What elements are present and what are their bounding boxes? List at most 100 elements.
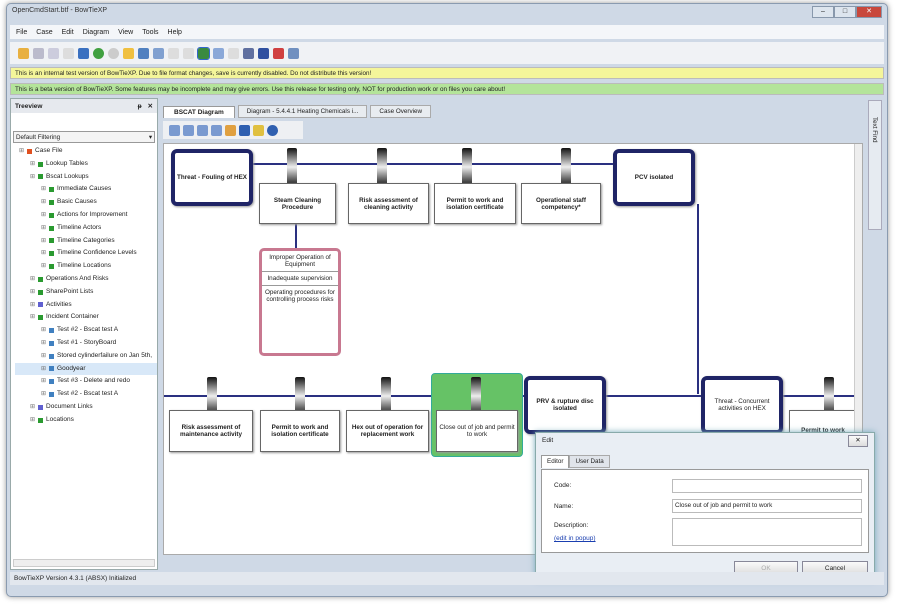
expand-icon[interactable]: ⊞ bbox=[41, 352, 47, 359]
tree-item[interactable]: ⊞Test #2 - Bscat test A bbox=[15, 388, 157, 401]
menu-file[interactable]: File bbox=[16, 28, 28, 36]
zoom-in-icon[interactable] bbox=[169, 124, 180, 136]
event-node[interactable]: PCV isolated bbox=[613, 149, 695, 206]
tree-item[interactable]: ⊞Stored cylinderfailure on Jan 5th, bbox=[15, 350, 157, 363]
expand-icon[interactable]: ⊞ bbox=[41, 199, 47, 206]
expand-icon[interactable]: ⊞ bbox=[41, 224, 47, 231]
refresh-icon[interactable] bbox=[267, 124, 278, 136]
tree-item[interactable]: ⊞Operations And Risks bbox=[15, 273, 157, 286]
export-icon[interactable] bbox=[288, 47, 299, 59]
tree-item[interactable]: ⊞Bscat Lookups bbox=[15, 171, 157, 184]
expand-icon[interactable]: ⊞ bbox=[41, 237, 47, 244]
pin-icon[interactable]: ᵽ bbox=[137, 102, 142, 110]
tab-user-data[interactable]: User Data bbox=[569, 455, 610, 468]
cause-item[interactable]: Inadequate supervision bbox=[262, 272, 338, 286]
tree-item[interactable]: ⊞Activities bbox=[15, 299, 157, 312]
expand-icon[interactable]: ⊞ bbox=[41, 327, 47, 334]
back-icon[interactable] bbox=[93, 47, 104, 59]
tree-item[interactable]: ⊞Lookup Tables bbox=[15, 158, 157, 171]
filter-select[interactable]: Default Filtering▾ bbox=[13, 131, 155, 143]
tree-item[interactable]: ⊞Immediate Causes bbox=[15, 183, 157, 196]
tab-diagram-heating[interactable]: Diagram - 5.4.4.1 Heating Chemicals i... bbox=[237, 105, 368, 118]
name-field[interactable]: Close out of job and permit to work bbox=[672, 499, 862, 513]
menu-diagram[interactable]: Diagram bbox=[82, 28, 110, 36]
threat-node[interactable]: Threat - Fouling of HEX bbox=[171, 149, 253, 206]
threat-node[interactable]: Threat - Concurrent activities on HEX bbox=[701, 376, 783, 434]
maximize-button[interactable]: □ bbox=[834, 6, 856, 18]
save-icon[interactable] bbox=[33, 47, 44, 59]
close-button[interactable]: ✕ bbox=[856, 6, 882, 18]
tree-item[interactable]: ⊞Timeline Actors bbox=[15, 222, 157, 235]
table-view-icon[interactable] bbox=[213, 47, 224, 59]
expand-icon[interactable]: ⊞ bbox=[30, 416, 36, 423]
tree-item[interactable]: ⊞Case File bbox=[15, 145, 157, 158]
chart-icon[interactable] bbox=[258, 47, 269, 59]
tree-item[interactable]: ⊞Timeline Categories bbox=[15, 235, 157, 248]
tree-item[interactable]: ⊞Timeline Locations bbox=[15, 260, 157, 273]
text-find-tab[interactable]: Text Find bbox=[871, 117, 878, 143]
causes-box[interactable]: Improper Operation of Equipment Inadequa… bbox=[259, 248, 341, 356]
expand-icon[interactable]: ⊞ bbox=[41, 263, 47, 270]
forward-icon[interactable] bbox=[108, 47, 119, 59]
zoom-reset-icon[interactable] bbox=[211, 124, 222, 136]
expand-icon[interactable]: ⊞ bbox=[41, 365, 47, 372]
cut-icon[interactable] bbox=[138, 47, 149, 59]
expand-icon[interactable]: ⊞ bbox=[30, 160, 36, 167]
tree-item[interactable]: ⊞Actions for Improvement bbox=[15, 209, 157, 222]
selected-barrier-node[interactable]: Close out of job and permit to work bbox=[436, 410, 518, 452]
tree-item[interactable]: ⊞Test #2 - Bscat test A bbox=[15, 324, 157, 337]
tab-case-overview[interactable]: Case Overview bbox=[370, 105, 432, 118]
tab-editor[interactable]: Editor bbox=[541, 455, 570, 468]
expand-icon[interactable]: ⊞ bbox=[30, 314, 36, 321]
zoom-out-icon[interactable] bbox=[183, 124, 194, 136]
copy-icon[interactable] bbox=[153, 47, 164, 59]
barrier-node[interactable]: Risk assessment of cleaning activity bbox=[348, 183, 429, 224]
redo-icon[interactable] bbox=[63, 47, 74, 59]
tree-item[interactable]: ⊞Test #3 - Delete and redo bbox=[15, 375, 157, 388]
expand-icon[interactable]: ⊞ bbox=[19, 148, 25, 154]
expand-icon[interactable]: ⊞ bbox=[30, 173, 36, 180]
expand-icon[interactable]: ⊞ bbox=[30, 275, 36, 282]
barrier-node[interactable]: Risk assessment of maintenance activity bbox=[169, 410, 253, 452]
cause-item[interactable]: Operating procedures for controlling pro… bbox=[265, 289, 336, 303]
menu-case[interactable]: Case bbox=[36, 28, 53, 36]
comment-icon[interactable] bbox=[123, 47, 134, 59]
expand-icon[interactable]: ⊞ bbox=[41, 186, 47, 193]
horizontal-scrollbar[interactable] bbox=[13, 559, 155, 567]
page-icon[interactable] bbox=[228, 47, 239, 59]
expand-icon[interactable]: ⊞ bbox=[41, 339, 47, 346]
expand-icon[interactable]: ⊞ bbox=[41, 211, 47, 218]
minimize-button[interactable]: – bbox=[812, 6, 834, 18]
vertical-scrollbar[interactable] bbox=[854, 144, 862, 554]
barrier-node[interactable]: Hex out of operation for replacement wor… bbox=[346, 410, 429, 452]
tree-item[interactable]: ⊞Locations bbox=[15, 414, 157, 427]
cause-item[interactable]: Improper Operation of Equipment bbox=[262, 251, 338, 272]
expand-icon[interactable]: ⊞ bbox=[30, 301, 36, 308]
edit-in-popup-link[interactable]: (edit in popup) bbox=[554, 535, 596, 542]
expand-icon[interactable]: ⊞ bbox=[41, 250, 47, 257]
dialog-close-button[interactable]: ✕ bbox=[848, 435, 868, 447]
tree-item[interactable]: ⊞Document Links bbox=[15, 401, 157, 414]
highlight-icon[interactable] bbox=[253, 124, 264, 136]
open-icon[interactable] bbox=[18, 47, 29, 59]
menu-view[interactable]: View bbox=[118, 28, 134, 36]
tree-item[interactable]: ⊞Basic Causes bbox=[15, 196, 157, 209]
paste-icon[interactable] bbox=[168, 47, 179, 59]
expand-icon[interactable]: ⊞ bbox=[41, 391, 47, 398]
code-field[interactable] bbox=[672, 479, 862, 493]
barrier-node[interactable]: Steam Cleaning Procedure bbox=[259, 183, 336, 224]
barrier-node[interactable]: Operational staff competency* bbox=[521, 183, 601, 224]
tree-item[interactable]: ⊞SharePoint Lists bbox=[15, 286, 157, 299]
barrier-node[interactable]: Permit to work and isolation certificate bbox=[434, 183, 516, 224]
barrier-node[interactable]: Permit to work and isolation certificate bbox=[260, 410, 340, 452]
tree-item[interactable]: ⊞Incident Container bbox=[15, 311, 157, 324]
expand-icon[interactable]: ⊞ bbox=[30, 288, 36, 295]
tree-item[interactable]: ⊞Timeline Confidence Levels bbox=[15, 247, 157, 260]
expand-icon[interactable]: ⊞ bbox=[41, 378, 47, 385]
diagram-view-icon[interactable] bbox=[197, 46, 210, 60]
report-icon[interactable] bbox=[243, 47, 254, 59]
menu-tools[interactable]: Tools bbox=[142, 28, 159, 36]
delete-icon[interactable] bbox=[183, 47, 194, 59]
expand-icon[interactable]: ⊞ bbox=[30, 403, 36, 410]
save-image-icon[interactable] bbox=[239, 124, 250, 136]
